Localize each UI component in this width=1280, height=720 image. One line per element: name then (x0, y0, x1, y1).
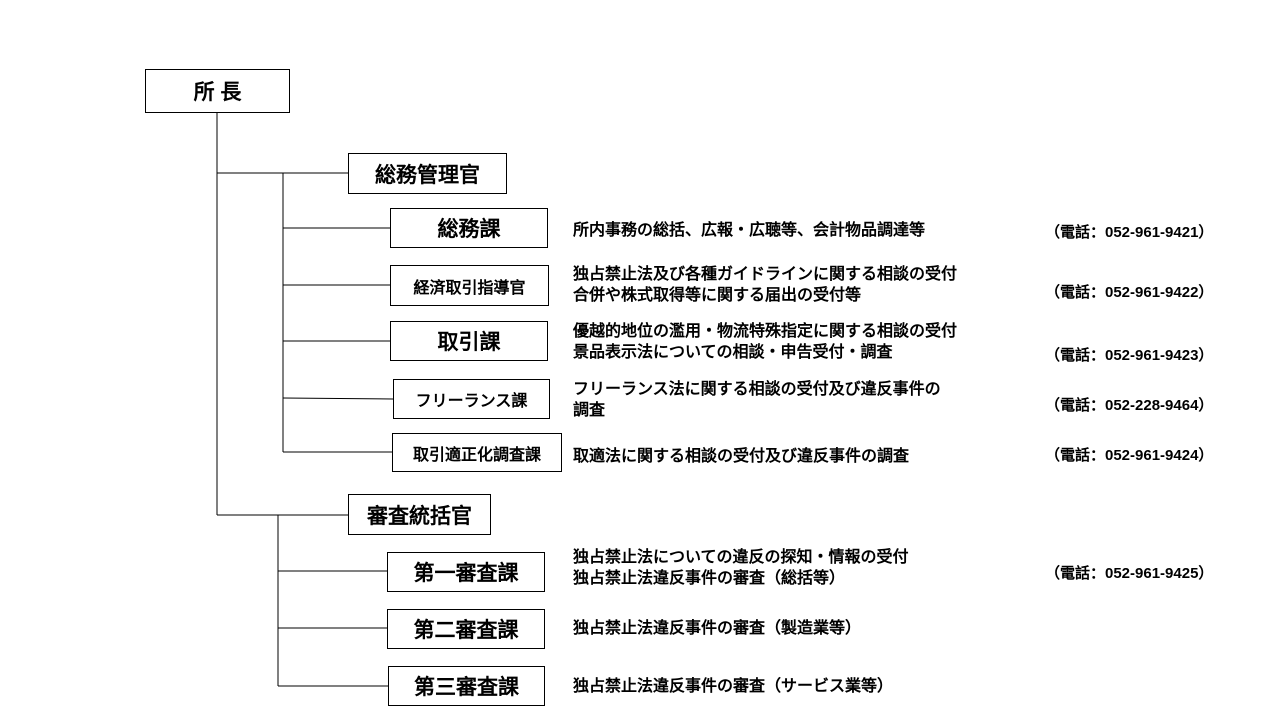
trade-division-box: 取引課 (390, 321, 548, 361)
phone-number: （電話：052-228-9464） (1045, 397, 1214, 414)
director-box: 所 長 (145, 69, 290, 113)
unit-description: フリーランス法に関する相談の受付及び違反事件の調査 (573, 381, 941, 419)
unit-description: 独占禁止法及び各種ガイドラインに関する相談の受付合併や株式取得等に関する届出の受… (573, 266, 958, 304)
unit-description: 所内事務の総括、広報・広聴等、会計物品調達等 (573, 222, 926, 239)
unit-description: 取適法に関する相談の受付及び違反事件の調査 (573, 448, 910, 465)
unit-description: 優越的地位の濫用・物流特殊指定に関する相談の受付景品表示法についての相談・申告受… (573, 323, 958, 361)
phone-number: （電話：052-961-9425） (1045, 565, 1214, 582)
general-affairs-officer-box: 総務管理官 (348, 153, 507, 194)
trade-fairness-investigation-box: 取引適正化調査課 (392, 433, 562, 472)
phone-number: （電話：052-961-9423） (1045, 347, 1214, 364)
second-investigation-division-box: 第二審査課 (387, 609, 545, 649)
phone-number: （電話：052-961-9422） (1045, 284, 1214, 301)
unit-description: 独占禁止法についての違反の探知・情報の受付独占禁止法違反事件の審査（総括等） (573, 549, 909, 587)
unit-description: 独占禁止法違反事件の審査（製造業等） (573, 620, 862, 637)
third-investigation-division-box: 第三審査課 (388, 666, 545, 706)
phone-number: （電話：052-961-9421） (1045, 224, 1214, 241)
economic-trade-guidance-box: 経済取引指導官 (390, 265, 549, 306)
freelance-division-box: フリーランス課 (393, 379, 550, 419)
unit-description: 独占禁止法違反事件の審査（サービス業等） (573, 678, 894, 695)
general-affairs-division-box: 総務課 (390, 208, 548, 248)
investigation-officer-box: 審査統括官 (348, 494, 491, 535)
phone-number: （電話：052-961-9424） (1045, 447, 1214, 464)
first-investigation-division-box: 第一審査課 (387, 552, 545, 592)
